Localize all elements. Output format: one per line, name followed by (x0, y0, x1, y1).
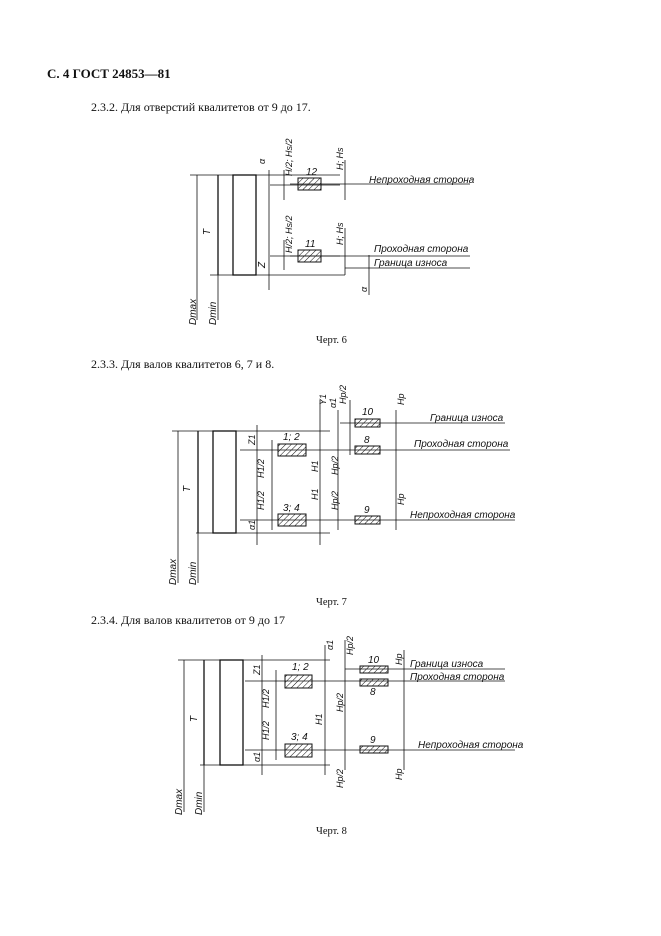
nonpass-label: Непроходная сторона (418, 740, 524, 751)
wear-label: Граница износа (410, 659, 484, 670)
alpha1b-label: α1 (252, 752, 262, 762)
alpha-bot-label: α (359, 286, 369, 292)
dmax-label: Dmax (188, 298, 199, 325)
box-12-label: 1; 2 (283, 432, 300, 443)
h1a-label: H1 (310, 460, 320, 472)
box-34-label: 3; 4 (283, 503, 300, 514)
section-2-3-2: 2.3.2. Для отверстий квалитетов от 9 до … (91, 100, 311, 114)
hp2a-label: Hp/2 (345, 636, 355, 655)
box-10-label: 10 (368, 655, 380, 666)
wear-label: Граница износа (374, 258, 448, 269)
box-8-label: 8 (370, 687, 376, 698)
caption-fig-6: Черт. 6 (316, 335, 347, 346)
box-34-label: 3; 4 (291, 732, 308, 743)
t-label: T (182, 485, 193, 492)
box-12-label: 12 (306, 167, 318, 178)
alpha1-label: α1 (325, 640, 335, 650)
nonpass-label: Непроходная сторона (410, 510, 516, 521)
t-label: T (202, 228, 213, 235)
dmax-label: Dmax (174, 788, 185, 815)
h1-2a-label: H1/2 (261, 689, 271, 708)
section-2-3-4: 2.3.4. Для валов квалитетов от 9 до 17 (91, 613, 285, 627)
gauge-8-box (359, 678, 389, 687)
page-header: С. 4 ГОСТ 24853—81 (47, 66, 171, 81)
hpb-label: Hp (394, 768, 404, 780)
hpb-label: Hp (396, 493, 406, 505)
h-bot-b-label: H; Hs (335, 222, 345, 245)
caption-fig-8: Черт. 8 (316, 826, 347, 837)
gauge-body (219, 659, 244, 766)
h1b-label: H1 (310, 488, 320, 500)
h1-2b-label: H1/2 (256, 491, 266, 510)
z1-label: Z1 (252, 664, 262, 676)
nonpass-label: Непроходная сторона (369, 175, 475, 186)
hpa-label: Hp (396, 393, 406, 405)
t-label: T (189, 715, 200, 722)
pass-label: Проходная сторона (414, 439, 509, 450)
hp2c-label: Hp/2 (330, 491, 340, 510)
dmax-label: Dmax (168, 558, 179, 585)
dmin-label: Dmin (208, 301, 219, 325)
pass-label: Проходная сторона (410, 672, 505, 683)
gauge-12-box (284, 674, 313, 689)
alpha1b-label: α1 (247, 520, 257, 530)
gauge-9-box (359, 745, 389, 754)
box-9-label: 9 (370, 735, 376, 746)
pass-label: Проходная сторона (374, 244, 469, 255)
box-11-label: 11 (305, 239, 315, 250)
h-top-b-label: H; Hs (335, 147, 345, 170)
hp2b-label: Hp/2 (335, 693, 345, 712)
hp2b-label: Hp/2 (330, 456, 340, 475)
h1-label: H1 (314, 713, 324, 725)
box-9-label: 9 (364, 505, 370, 516)
h-bot-a-label: H/2; Hs/2 (284, 215, 294, 253)
alpha1-label: α1 (328, 398, 338, 408)
gauge-10-box (359, 665, 389, 674)
wear-label: Граница износа (430, 413, 504, 424)
section-2-3-3: 2.3.3. Для валов квалитетов 6, 7 и 8. (91, 357, 275, 371)
box-10-label: 10 (362, 407, 374, 418)
z-label: Z (257, 261, 268, 269)
y1-label: Y1 (318, 394, 328, 405)
box-12-label: 1; 2 (292, 662, 309, 673)
gauge-34-box (284, 743, 313, 758)
z1-label: Z1 (247, 434, 257, 446)
hp2a-label: Hp/2 (338, 385, 348, 404)
hp2c-label: Hp/2 (335, 769, 345, 788)
h-top-a-label: H/2; Hs/2 (284, 138, 294, 176)
dmin-label: Dmin (194, 791, 205, 815)
alpha-top-label: α (257, 158, 267, 164)
hpa-label: Hp (394, 653, 404, 665)
dmin-label: Dmin (188, 561, 199, 585)
caption-fig-7: Черт. 7 (316, 597, 347, 608)
h1-2b-label: H1/2 (261, 721, 271, 740)
h1-2a-label: H1/2 (256, 459, 266, 478)
box-8-label: 8 (364, 435, 370, 446)
